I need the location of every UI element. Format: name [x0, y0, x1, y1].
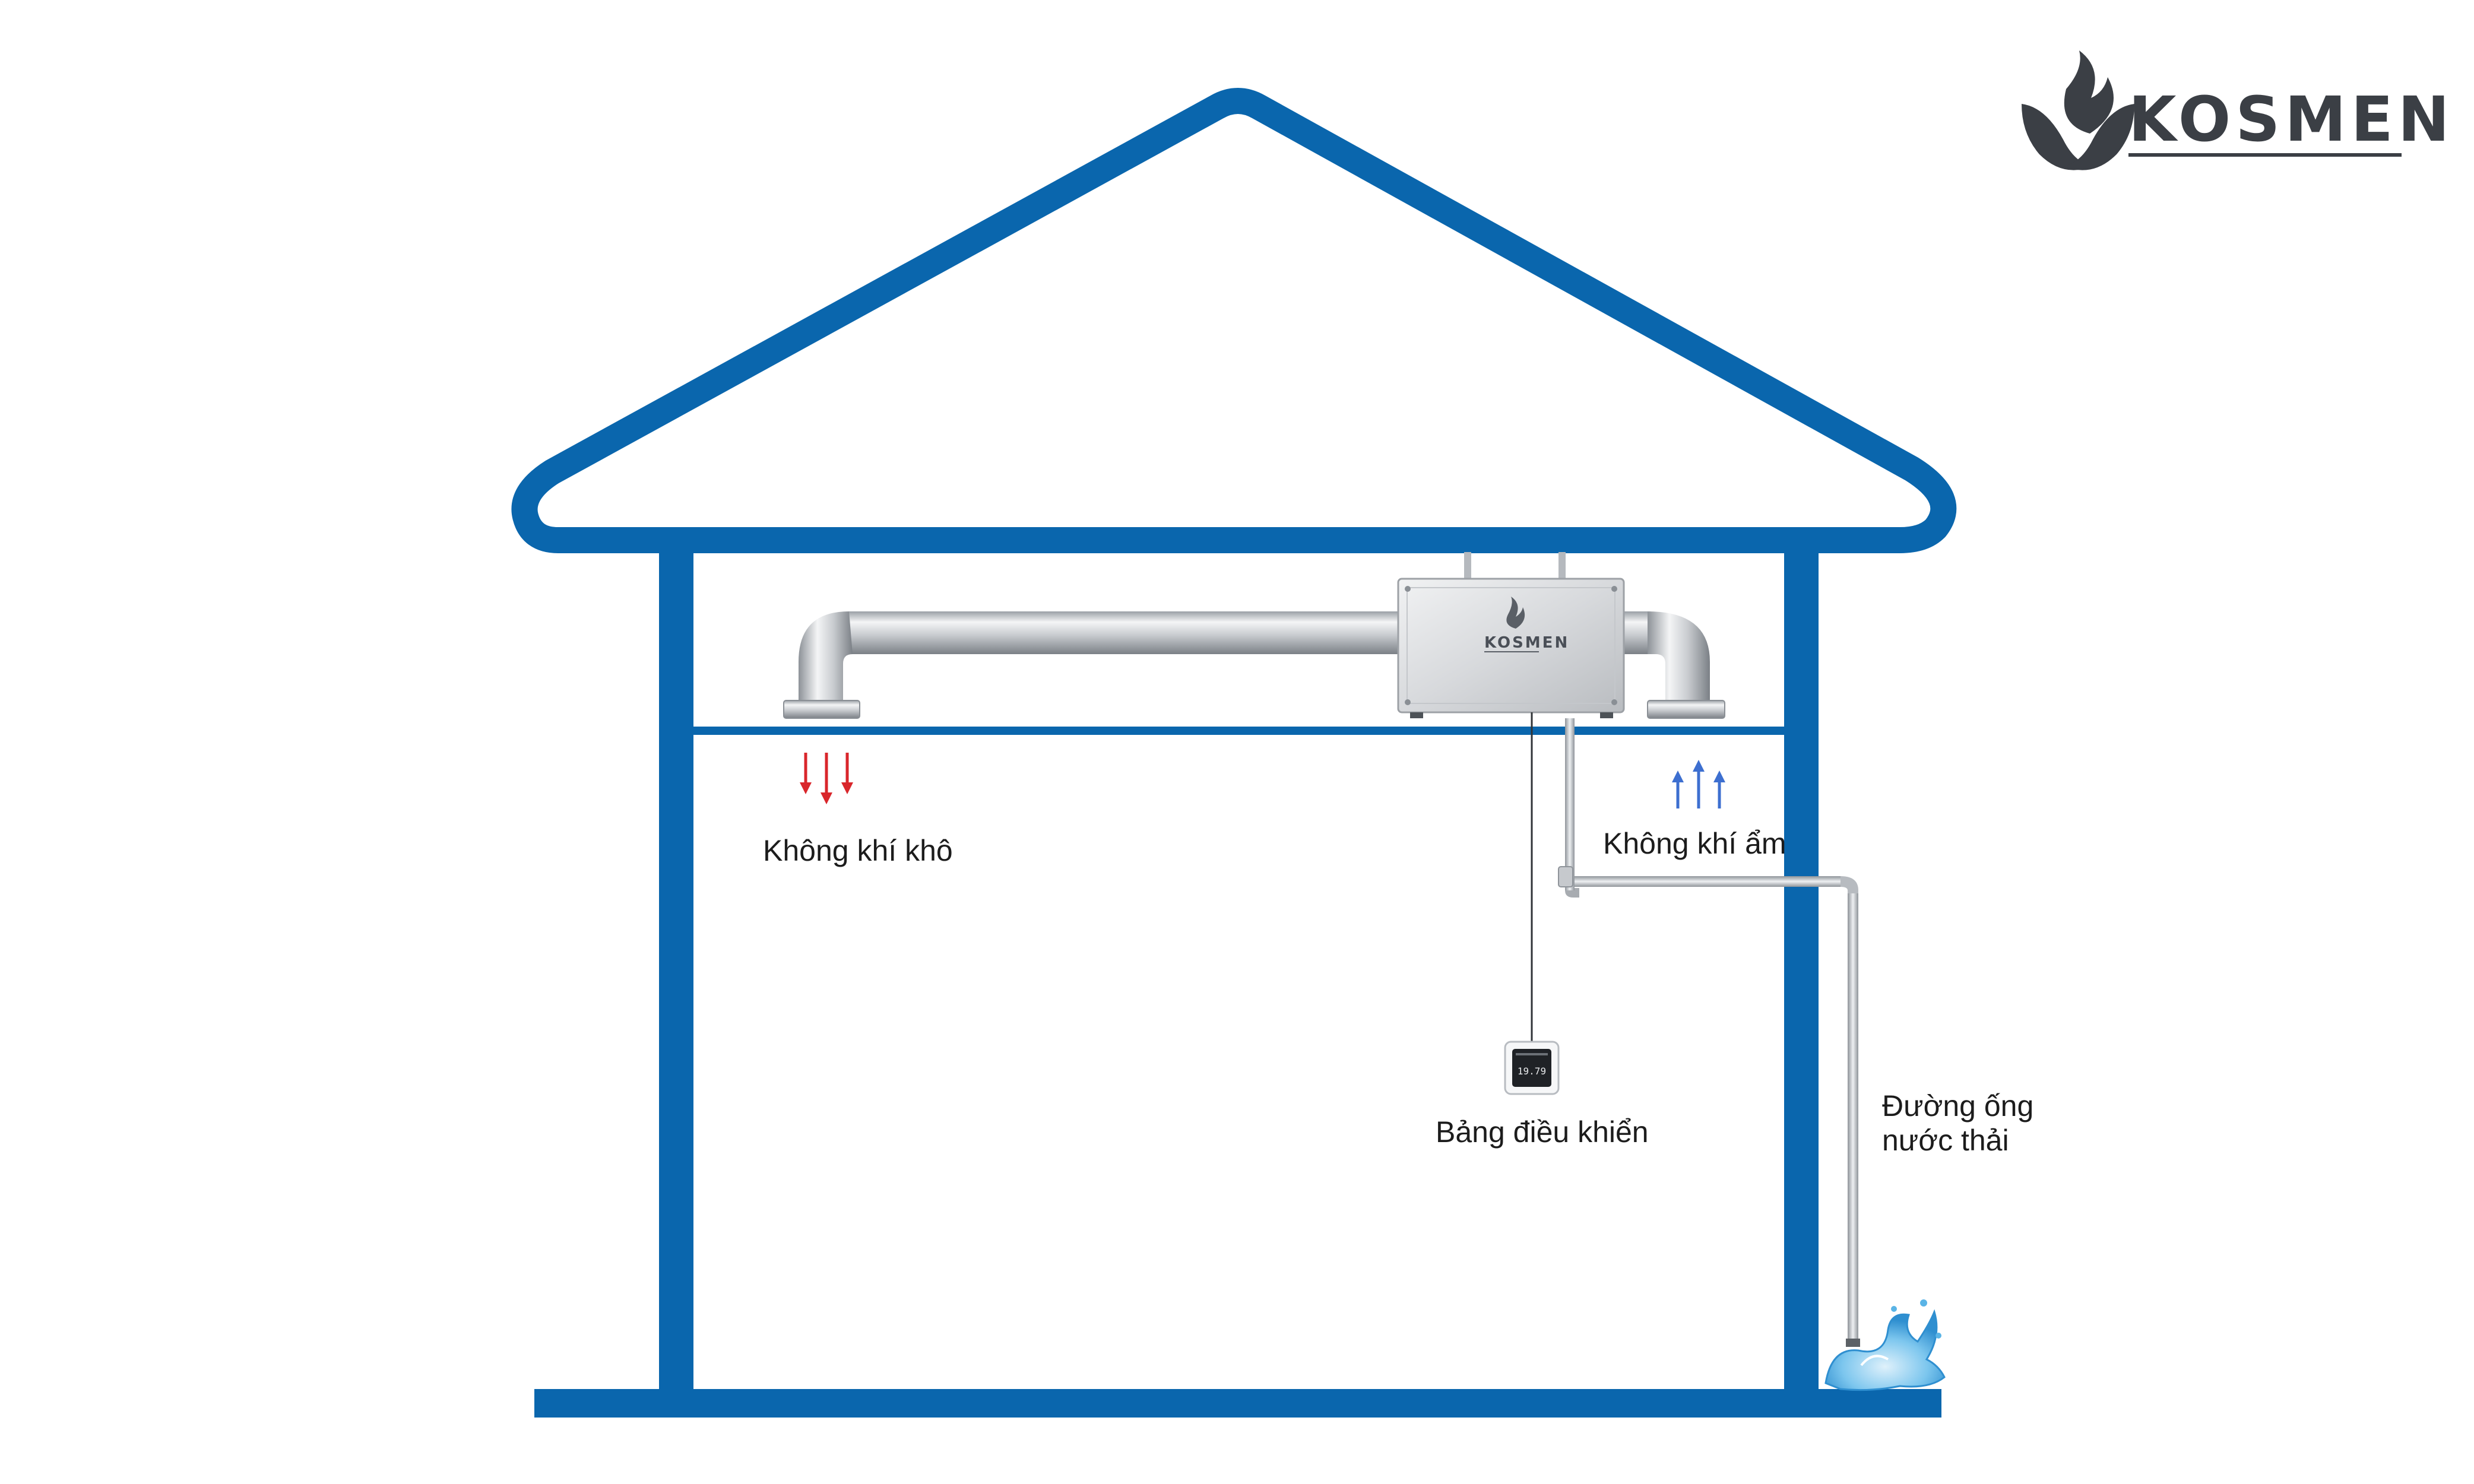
- house-roof: [511, 88, 1957, 553]
- brand-name: KOSMEN: [2128, 83, 2454, 156]
- house-floor: [534, 1389, 1941, 1418]
- drain-pipe-label-line2: nước thải: [1882, 1124, 2009, 1157]
- drain-pipe: [1558, 718, 1860, 1347]
- brand-logo: KOSMEN: [2019, 70, 2450, 171]
- house-left-wall: [659, 540, 693, 1395]
- dehumidifier-unit: [1397, 578, 1625, 718]
- house-right-wall: [1784, 540, 1819, 1395]
- control-panel-device: 19.79: [1504, 1041, 1560, 1095]
- controller-display: 19.79: [1518, 1066, 1546, 1077]
- unit-logo-text: KOSMEN: [1484, 634, 1570, 652]
- moist-air-arrows: [1672, 760, 1725, 808]
- drain-pipe-label-line1: Đường ống: [1882, 1089, 2034, 1122]
- brand-underline: [2128, 153, 2402, 157]
- dry-air-arrows: [800, 753, 853, 804]
- brand-emblem-icon: [2022, 50, 2134, 170]
- unit-hanger-left: [1464, 552, 1471, 582]
- unit-logo-icon: [1506, 597, 1525, 629]
- air-duct-right: [1615, 611, 1725, 719]
- dry-air-label: Không khí khô: [763, 834, 953, 867]
- ceiling-line: [693, 727, 1784, 735]
- control-panel-label: Bảng điều khiển: [1436, 1115, 1649, 1149]
- moist-air-label: Không khí ẩm: [1603, 827, 1786, 860]
- water-splash-icon: [1824, 1299, 1946, 1391]
- unit-hanger-right: [1558, 552, 1566, 582]
- air-duct-left: [783, 611, 1407, 719]
